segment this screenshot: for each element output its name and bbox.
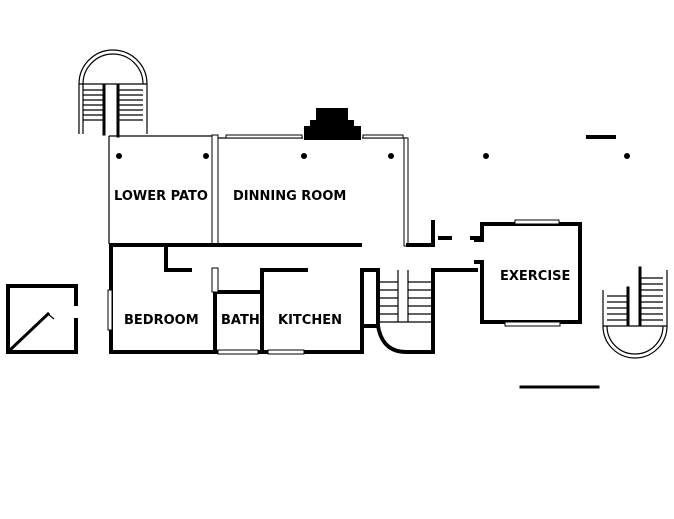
label-lower-patio: LOWER PATO [114, 189, 208, 204]
closet-left [6, 284, 78, 354]
label-exercise: EXERCISE [500, 269, 570, 284]
stair-top-left [78, 49, 148, 138]
fireplace [304, 108, 361, 140]
patio-outline [108, 134, 409, 247]
columns [116, 153, 630, 159]
label-dining-room: DINNING ROOM [233, 189, 346, 204]
stair-center [380, 270, 431, 323]
label-bedroom: BEDROOM [124, 313, 199, 328]
lower-walls [109, 220, 482, 354]
stair-treads-left [83, 89, 104, 121]
label-bath: BATH [221, 313, 260, 328]
label-kitchen: KITCHEN [278, 313, 342, 328]
lower-windows [107, 267, 305, 355]
stair-treads-right [118, 89, 143, 121]
stair-right [602, 266, 668, 359]
exercise-walls [474, 219, 582, 327]
